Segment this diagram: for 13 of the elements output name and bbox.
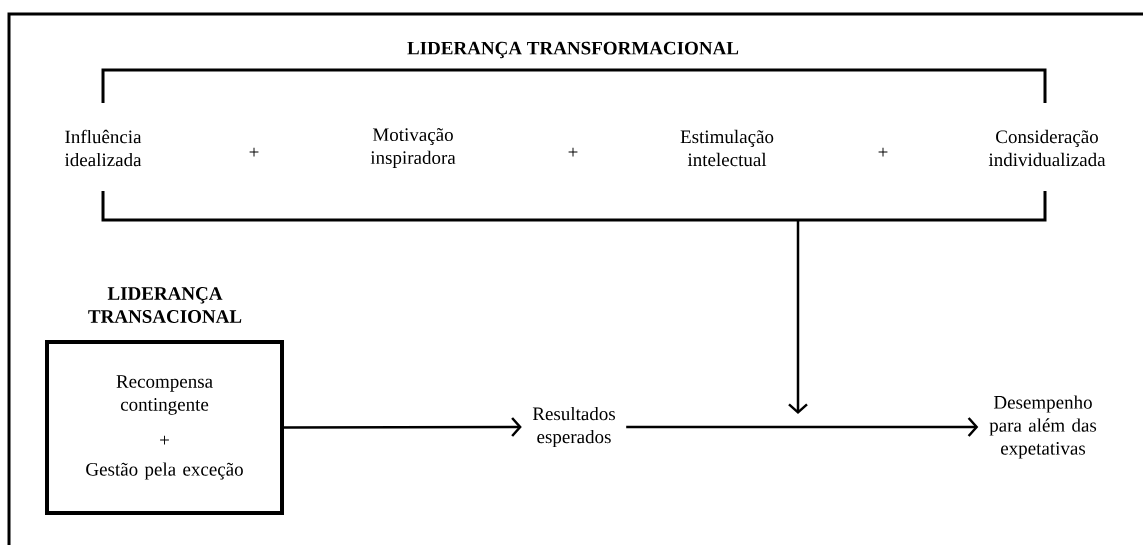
arrow [788, 220, 808, 414]
item-text: Consideração individualizada [988, 129, 1106, 167]
plus-sign: + [568, 147, 578, 157]
plus-sign: + [249, 147, 259, 157]
arrow [284, 417, 522, 437]
heading: LIDERANÇA TRANSFORMACIONAL [407, 41, 739, 59]
process-box: Recompensa contingente + Gestão pela exceção [45, 340, 284, 515]
arrow [626, 417, 979, 437]
heading: LIDERANÇA TRANSACIONAL [88, 287, 242, 323]
plus-sign: + [878, 147, 888, 157]
outcome-text: Desempenho para além das expetativas [989, 395, 1097, 459]
item-text: Influência idealizada [64, 129, 142, 167]
outcome-text: Resultados esperados [532, 406, 616, 448]
